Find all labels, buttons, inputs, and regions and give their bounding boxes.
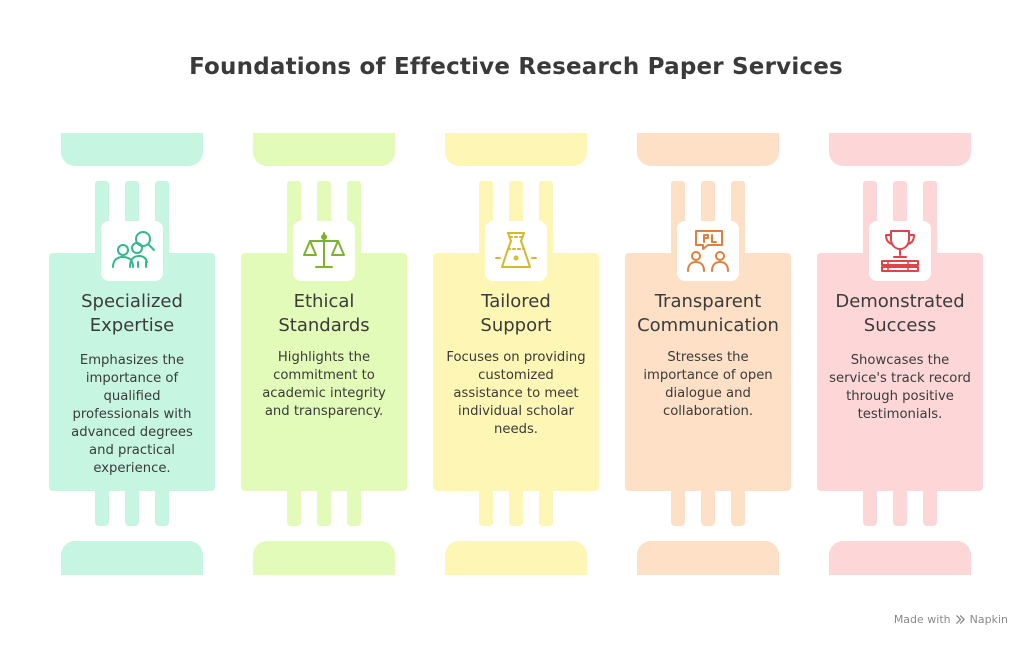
pillar-tailored-support: Tailored Support Focuses on providing cu… [433,0,603,648]
pillar-cap-bottom [253,541,395,575]
pillar-title-line: Demonstrated [835,291,965,312]
pillar-title-line: Expertise [89,315,175,336]
pillar-cap-bottom [829,541,971,575]
pillar-icon-box [677,221,739,281]
pillar-cap-top [253,133,395,166]
diagram-title: Foundations of Effective Research Paper … [189,54,843,80]
pillar-body [817,253,983,491]
pillar-title-line: Transparent [654,291,762,312]
balance-scale-icon [303,232,345,268]
pillar-transparent-communication: Transparent Communication Stresses the i… [625,0,795,648]
pillar-flute [671,487,685,526]
pillar-title: Demonstrated Success [817,290,983,338]
pillar-title: Specialized Expertise [49,290,215,338]
pillar-ethical-standards: Ethical Standards Highlights the commitm… [241,0,411,648]
pillar-title-line: Standards [278,315,370,336]
pillar-title-line: Success [863,315,937,336]
pillar-icon-box [485,221,547,281]
pillar-flute [95,487,109,526]
pillar-title-line: Ethical [293,291,355,312]
pillar-cap-top [445,133,587,166]
made-with-label: Made with [893,613,951,626]
pillar-flute [287,487,301,526]
napkin-brand: Napkin [969,613,1008,626]
pillar-cap-bottom [61,541,203,575]
pillar-flute [479,487,493,526]
pillar-description: Focuses on providing customized assistan… [446,350,586,437]
pillar-flute [863,487,877,526]
napkin-logo-icon [955,615,965,624]
pillar-title-line: Support [480,315,552,336]
pillar-description: Highlights the commitment to academic in… [262,350,386,419]
trophy-icon [881,230,919,272]
pillar-cap-top [829,133,971,166]
pillar-icon-box [101,221,163,281]
pillar-flute [893,487,907,526]
pillar-flute [317,487,331,526]
pillar-title-line: Tailored [481,291,551,312]
pillar-flute [509,487,523,526]
pillar-description: Stresses the importance of open dialogue… [643,350,773,419]
experts-search-icon [112,231,155,268]
people-dialogue-icon [687,230,729,272]
pillar-cap-bottom [445,541,587,575]
pillar-cap-bottom [637,541,779,575]
pillar-title: Ethical Standards [241,290,407,338]
pillar-title-line: Communication [637,315,779,336]
pillar-flute [701,487,715,526]
pillar-cap-top [61,133,203,166]
pillar-body [433,253,599,491]
pillar-flute [731,487,745,526]
made-with-napkin-badge: Made with Napkin [894,613,1008,626]
pillar-flute [347,487,361,526]
pillar-title: Tailored Support [433,290,599,338]
pillar-flute [155,487,169,526]
pillar-icon-box [293,221,355,281]
pillar-body [625,253,791,491]
pillar-description: Emphasizes the importance of qualified p… [71,353,193,476]
pillar-body [241,253,407,491]
pillar-cap-top [637,133,779,166]
pillar-description: Showcases the service's track record thr… [829,353,971,422]
pillar-title-line: Specialized [81,291,183,312]
pillar-demonstrated-success: Demonstrated Success Showcases the servi… [817,0,987,648]
pillar-flute [539,487,553,526]
pillar-title: Transparent Communication [625,290,791,338]
pillar-icon-box [869,221,931,281]
pillar-flute [125,487,139,526]
pillar-flute [923,487,937,526]
tailored-garment-icon [495,232,537,268]
pillar-specialized-expertise: Specialized Expertise Emphasizes the imp… [49,0,219,648]
pillar-body [49,253,215,491]
